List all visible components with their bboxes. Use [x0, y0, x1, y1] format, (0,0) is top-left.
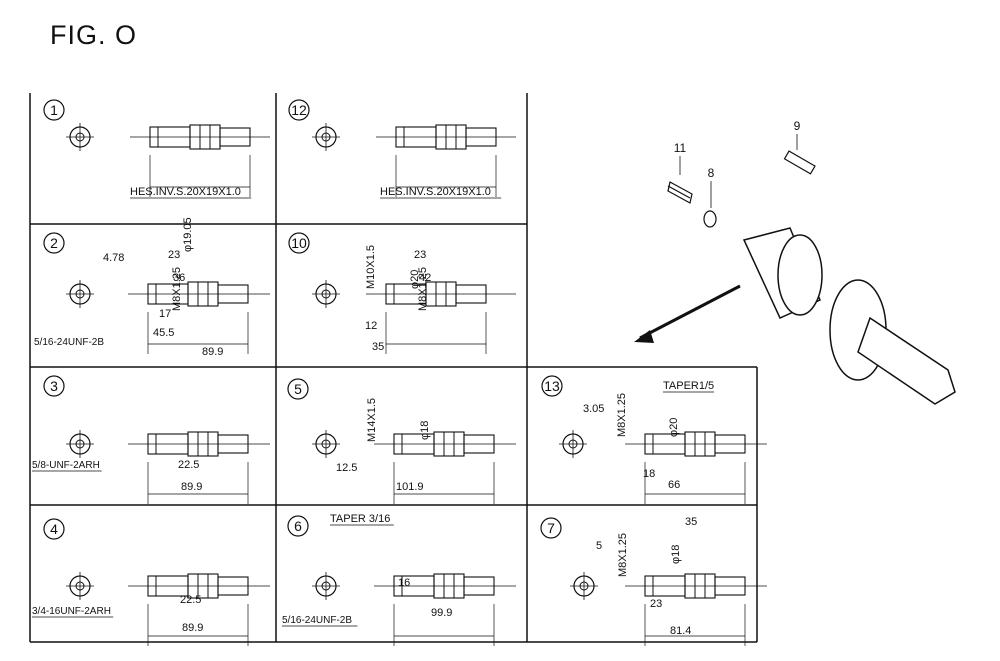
callout-11: 11: [674, 141, 687, 155]
dimension-label: 12: [365, 320, 377, 332]
dimension-label: 89.9: [182, 622, 203, 634]
bolt-11: [667, 181, 693, 204]
dimension-label: M14X1.5: [366, 398, 378, 442]
dimension-label: M8X1.25: [616, 393, 628, 437]
dimension-label: M10X1.5: [365, 245, 377, 289]
callout-9: 9: [794, 119, 801, 133]
dimension-label: 18: [643, 468, 655, 480]
panel-number-circle: [288, 232, 310, 254]
dimension-label: M8X1.25: [617, 533, 629, 577]
panel-number: 3: [50, 378, 58, 394]
dimension-label: TAPER1/5: [663, 380, 714, 392]
callout-8: 8: [708, 166, 715, 180]
dimension-label: 23: [168, 249, 180, 261]
panel-2: 2 4.78 φ19.05 17 45.5 5/16-24UNF-2B 89.9: [34, 217, 270, 358]
dimension-label: HES.INV.S.20X19X1.0: [380, 186, 491, 198]
panel-number: 13: [544, 378, 560, 394]
panel-number-circle: [43, 99, 65, 121]
dimension-label: φ19.05: [182, 217, 194, 252]
panel-number: 1: [50, 102, 58, 118]
panel-3: 3 5/8-UNF-2ARH 22.5 89.9: [32, 375, 270, 504]
dimension-label: 89.9: [202, 346, 223, 358]
dimension-label: 35: [685, 516, 697, 528]
dimension-label: 89.9: [181, 481, 202, 493]
dimension-label: 66: [668, 479, 680, 491]
dimension-label: 45.5: [153, 327, 174, 339]
panel-6: 6 TAPER 3/16 16 5/16-24UNF-2B 99.9: [282, 513, 516, 646]
dimension-label: φ20: [409, 270, 421, 289]
panel-number: 7: [547, 520, 555, 536]
dimension-label: φ18: [419, 421, 431, 440]
dimension-label: φ20: [668, 418, 680, 437]
crankshaft-illustration: 11 8 9: [634, 119, 956, 405]
dimension-label: 3/4-16UNF-2ARH: [32, 606, 111, 617]
dimension-label: 5/16-24UNF-2B: [282, 615, 352, 626]
dimension-label: 101.9: [396, 481, 424, 493]
dimension-label: 81.4: [670, 625, 691, 637]
washer-8: [703, 210, 717, 228]
dimension-label: 23: [650, 598, 662, 610]
panel-number-circle: [43, 518, 65, 540]
dimension-label: 35: [372, 341, 384, 353]
dimension-label: φ18: [670, 545, 682, 564]
dimension-label: 16: [398, 577, 410, 589]
dimension-label: 22.5: [180, 594, 201, 606]
dimension-label: 5/16-24UNF-2B: [34, 337, 104, 348]
dimension-label: 22.5: [178, 459, 199, 471]
figure-title: FIG. O: [50, 20, 137, 50]
panel-grid: [29, 93, 758, 643]
output-shaft: [857, 316, 956, 405]
pointer-arrow: [639, 284, 741, 340]
panel-number: 4: [50, 521, 58, 537]
panel-4: 4 3/4-16UNF-2ARH 22.5 89.9: [32, 518, 270, 646]
panel-number-circle: [43, 375, 65, 397]
dimension-label: TAPER 3/16: [330, 513, 390, 525]
pin-9: [783, 150, 816, 175]
timing-gear: [777, 234, 823, 316]
panel-number-circle: [288, 99, 310, 121]
dimension-label: 3.05: [583, 403, 604, 415]
panel-number-circle: [287, 378, 309, 400]
dimension-label: 4.78: [103, 252, 124, 264]
panel-number: 6: [294, 518, 302, 534]
panel-number: 5: [294, 381, 302, 397]
dimension-label: 17: [159, 308, 171, 320]
dimension-label: M8X1.25: [171, 267, 183, 311]
panel-number: 12: [291, 102, 307, 118]
dimension-label: HES.INV.S.20X19X1.0: [130, 186, 241, 198]
panel-number-circle: [43, 232, 65, 254]
dimension-label: 23: [414, 249, 426, 261]
dimension-label: 36: [173, 272, 185, 284]
panel-7: 7 5 M8X1.25 35 φ18 23 81.4: [540, 516, 767, 646]
dimension-label: 5: [596, 540, 602, 552]
dimension-label: 99.9: [431, 607, 452, 619]
dimension-label: 5/8-UNF-2ARH: [32, 460, 100, 471]
panel-number-circle: [540, 517, 562, 539]
panel-13: 13 3.05 M8X1.25 TAPER1/5 φ20 18 66: [541, 375, 767, 504]
panel-number: 2: [50, 235, 58, 251]
panel-number-circle: [287, 515, 309, 537]
panel-number-circle: [541, 375, 563, 397]
dimension-label: 12.5: [336, 462, 357, 474]
panel-number: 10: [291, 235, 307, 251]
dimension-label: 42: [419, 272, 431, 284]
